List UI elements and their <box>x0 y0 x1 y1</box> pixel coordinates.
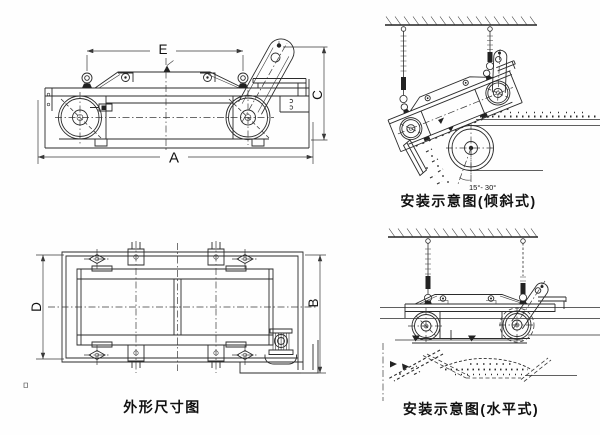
hanger-rod-left <box>399 26 408 104</box>
discharge-chute <box>402 139 449 185</box>
dimension-c: C <box>283 46 328 141</box>
dimension-e: E <box>87 42 243 71</box>
side-view-drawing: E A C <box>0 38 328 167</box>
suspension-angle: 15°- 30° <box>457 147 496 192</box>
plan-motor <box>264 328 297 365</box>
centerlines <box>55 58 274 150</box>
plan-frame <box>61 251 319 374</box>
suspended-separator <box>404 280 567 344</box>
support-rails <box>380 307 600 336</box>
lifting-lugs <box>84 249 258 365</box>
angle-label: 15°- 30° <box>469 183 496 192</box>
dim-label-a: A <box>169 150 179 167</box>
dim-label-c: C <box>310 90 325 100</box>
bearing-blocks <box>127 242 225 368</box>
lifting-eyebolts <box>81 72 249 88</box>
motor-bracket <box>252 78 309 113</box>
dimension-a: A <box>38 100 313 167</box>
outline-caption: 外形尺寸图 <box>123 399 201 415</box>
spill-marks <box>382 343 444 401</box>
dim-label-e: E <box>158 42 167 57</box>
belt-cover <box>94 60 244 89</box>
horizontal-caption: 安装示意图(水平式) <box>403 401 539 417</box>
ceiling <box>388 228 538 238</box>
drive-motor <box>238 38 295 123</box>
iron-pieces <box>438 117 454 132</box>
dim-label-b: B <box>306 298 321 307</box>
hanger-rod-right <box>518 238 527 302</box>
plan-centerlines <box>48 241 316 373</box>
conveyor-belt <box>471 111 600 171</box>
dim-label-d: D <box>29 302 44 312</box>
hanger-rod-left <box>424 238 433 303</box>
dimension-d: D <box>29 254 64 360</box>
hanger-rod-right <box>486 26 495 71</box>
plan-view-drawing: D B 外形尺寸图 <box>23 241 326 415</box>
stray-mark <box>23 382 28 388</box>
dimension-b: B <box>301 254 326 374</box>
belt-drum <box>76 265 274 348</box>
ceiling <box>385 16 537 26</box>
material-trough <box>422 353 577 382</box>
inclined-caption: 安装示意图(倾斜式) <box>400 193 536 209</box>
inclined-install-drawing: 15°- 30° 安装示意图(倾斜式) <box>385 16 600 209</box>
horizontal-install-drawing: 安装示意图(水平式) <box>380 228 600 417</box>
